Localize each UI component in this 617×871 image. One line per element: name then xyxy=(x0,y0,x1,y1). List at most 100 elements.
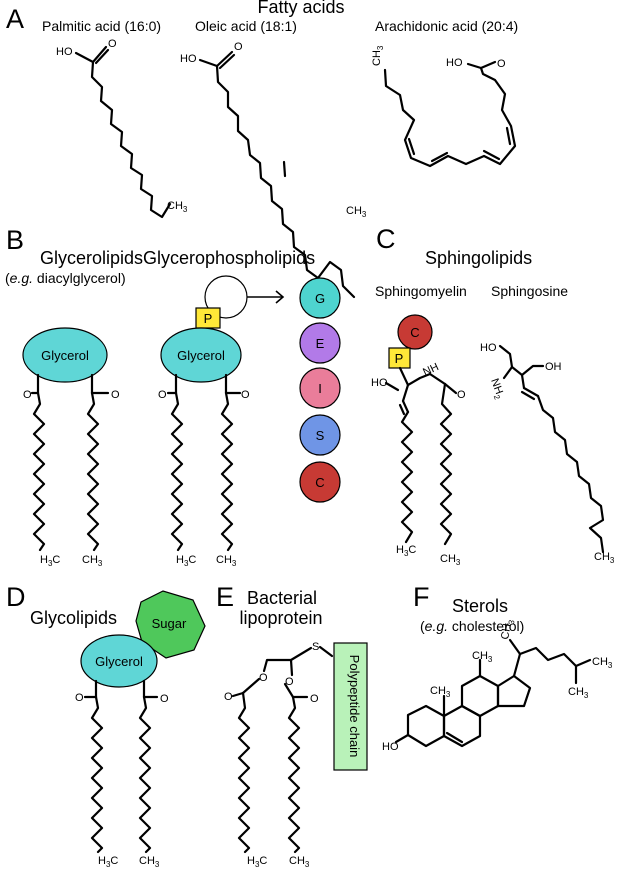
cholesterol-ch3-d: CH3 xyxy=(592,656,613,670)
glycerolipids-subtitle: (e.g. diacylglycerol) xyxy=(5,270,126,286)
headgroup-s-circle xyxy=(299,414,341,456)
cholesterol-ch3-b: CH3 xyxy=(472,650,493,664)
palmitic-ch3: CH3 xyxy=(167,200,188,214)
palmitic-acid-structure: HO O CH3 xyxy=(56,38,188,219)
headgroup-c-circle xyxy=(299,461,341,503)
cholesterol-ch3-e: CH3 xyxy=(568,686,589,700)
sphingosine-ch3: CH3 xyxy=(594,551,615,565)
panel-a: A Fatty acids Palmitic acid (16:0) Oleic… xyxy=(6,0,518,299)
sphingosine-oh: OH xyxy=(545,361,562,373)
sphingolipids-title: Sphingolipids xyxy=(425,248,532,268)
panel-letter-e: E xyxy=(216,582,234,612)
lipoprotein-title-line2: lipoprotein xyxy=(239,608,322,628)
dag-o-right: O xyxy=(111,389,120,401)
sm-nh: NH xyxy=(421,361,441,379)
headgroup-g-label: G xyxy=(315,291,325,306)
glycolipid-h3c: H3C xyxy=(98,855,118,869)
glycerol-label: Glycerol xyxy=(41,348,89,363)
sterols-subtitle: (e.g. cholesterol) xyxy=(420,618,524,634)
sugar-hexagon xyxy=(135,590,206,659)
oleic-o: O xyxy=(234,41,243,53)
glycolipid-o-left: O xyxy=(75,692,84,704)
glycolipid-glycerol-ellipse xyxy=(80,634,158,688)
choline-circle xyxy=(397,314,433,350)
lipoprotein-h3c: H3C xyxy=(247,855,267,869)
gpl-o-right: O xyxy=(241,389,250,401)
dag-o-left: O xyxy=(23,389,32,401)
lipoprotein-ch3: CH3 xyxy=(289,855,310,869)
cholesterol-ho: HO xyxy=(382,741,399,753)
phosphate-label: P xyxy=(204,311,213,326)
oleic-ch3: CH3 xyxy=(346,205,367,219)
gpl-h3c: H3C xyxy=(176,554,196,568)
panel-b: B Glycerolipids (e.g. diacylglycerol) Gl… xyxy=(5,225,341,568)
headgroup-i-circle xyxy=(299,367,341,409)
sm-h3c: H3C xyxy=(396,544,416,558)
arachidonic-acid-label: Arachidonic acid (20:4) xyxy=(375,18,518,34)
sphingomyelin-label: Sphingomyelin xyxy=(375,283,467,299)
panel-letter-c: C xyxy=(376,224,396,254)
panel-letter-a: A xyxy=(6,4,24,34)
oleic-ho: HO xyxy=(180,53,197,65)
headgroup-e-label: E xyxy=(316,336,325,351)
lipoprotein-o-ester-left: O xyxy=(259,672,268,684)
panel-f: F Sterols (e.g. cholesterol) HO CH3 CH3 … xyxy=(382,582,613,753)
oleic-acid-structure: HO O CH3 xyxy=(180,41,367,299)
sm-ch3: CH3 xyxy=(440,553,461,567)
cholesterol-ch3-a: CH3 xyxy=(430,685,451,699)
panel-d: D Glycolipids Sugar Glycerol O O H3C CH3 xyxy=(6,582,206,869)
palmitic-o: O xyxy=(108,38,117,50)
headgroup-i-label: I xyxy=(318,381,322,396)
sm-ho: HO xyxy=(371,377,388,389)
arachidonic-acid-structure: CH3 HO O xyxy=(371,45,517,168)
headgroup-list: G E I S C xyxy=(299,277,341,503)
lipoprotein-s: S xyxy=(312,641,319,653)
lipoprotein-o-right: O xyxy=(310,693,319,705)
headgroup-s-label: S xyxy=(316,428,325,443)
headgroup-g-circle xyxy=(299,277,341,319)
polypeptide-chain-box xyxy=(333,642,368,771)
sugar-label: Sugar xyxy=(152,616,187,631)
glycolipid-ch3: CH3 xyxy=(139,855,160,869)
glycerol-ellipse-gpl xyxy=(160,327,242,383)
polypeptide-chain-label: Polypeptide chain xyxy=(347,655,362,758)
headgroup-e-circle xyxy=(299,322,341,364)
sphingosine-ho: HO xyxy=(480,342,497,354)
glycerophospholipids-title: Glycerophospholipids xyxy=(143,248,315,268)
arachidonic-ch3: CH3 xyxy=(371,45,385,66)
sphingomyelin-structure: C P HO NH O H3C CH3 xyxy=(371,314,466,567)
palmitic-ho: HO xyxy=(56,46,73,58)
cholesterol-structure: HO CH3 CH3 CH3 CH3 CH3 xyxy=(382,618,613,753)
choline-label: C xyxy=(410,325,419,340)
panel-letter-f: F xyxy=(413,582,430,612)
panel-a-title: Fatty acids xyxy=(257,0,344,17)
sterols-title: Sterols xyxy=(452,596,508,616)
glycolipid-o-right: O xyxy=(160,693,169,705)
glycerophospholipid-structure: P Glycerol O O H3C CH3 xyxy=(158,275,285,568)
panel-letter-b: B xyxy=(6,225,24,255)
panel-e: E Bacterial lipoprotein S Polypeptide ch… xyxy=(216,582,368,869)
glycerolipids-title: Glycerolipids xyxy=(40,248,143,268)
panel-c: C Sphingolipids Sphingomyelin Sphingosin… xyxy=(371,224,615,567)
glycerol-ellipse xyxy=(22,327,108,383)
lipoprotein-o-left: O xyxy=(224,691,233,703)
arachidonic-o: O xyxy=(497,58,506,70)
palmitic-acid-label: Palmitic acid (16:0) xyxy=(42,18,161,34)
sphingosine-structure: HO OH NH2 CH3 xyxy=(480,342,615,565)
glycerol-label-gpl: Glycerol xyxy=(177,348,225,363)
lipoprotein-o-ester-right: O xyxy=(285,676,294,688)
sm-o: O xyxy=(457,389,466,401)
diacylglycerol-structure: Glycerol O O H3C CH3 xyxy=(22,327,120,568)
lipoprotein-title-line1: Bacterial xyxy=(247,588,317,608)
oleic-acid-label: Oleic acid (18:1) xyxy=(195,18,297,34)
dag-h3c: H3C xyxy=(40,554,60,568)
panel-letter-d: D xyxy=(6,582,26,612)
dag-ch3: CH3 xyxy=(82,554,103,568)
gpl-ch3: CH3 xyxy=(216,554,237,568)
sphingosine-nh2: NH2 xyxy=(486,377,506,401)
headgroup-c-label: C xyxy=(315,475,324,490)
arachidonic-ho: HO xyxy=(446,57,463,69)
gpl-o-left: O xyxy=(158,389,167,401)
cholesterol-ch3-c: CH3 xyxy=(499,618,516,641)
